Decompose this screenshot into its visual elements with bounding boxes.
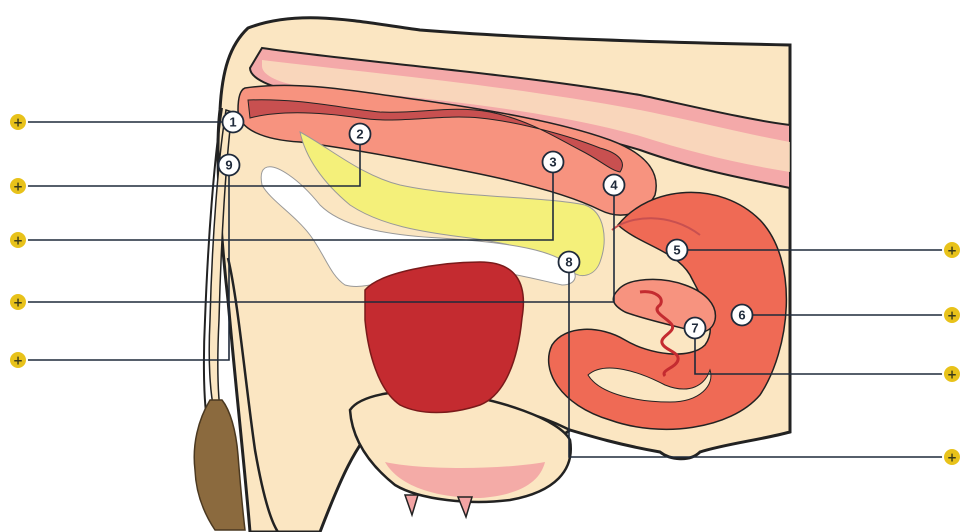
plus-icon: +	[947, 451, 957, 465]
vagina	[260, 166, 576, 287]
marker-1[interactable]: 1	[221, 110, 245, 134]
marker-label: 2	[356, 127, 363, 142]
hotspot-button-7[interactable]: +	[942, 364, 962, 384]
marker-label: 3	[549, 155, 556, 170]
udder-tissue	[364, 261, 525, 414]
uterus	[547, 191, 788, 431]
marker-6[interactable]: 6	[730, 303, 754, 327]
udder-pink	[385, 462, 545, 498]
hotspot-button-6[interactable]: +	[942, 305, 962, 325]
tail	[193, 107, 246, 531]
hotspot-button-4[interactable]: +	[8, 292, 28, 312]
marker-label: 4	[610, 178, 618, 193]
plus-icon: +	[13, 354, 23, 368]
leader-7	[694, 328, 952, 375]
marker-label: 7	[691, 321, 698, 336]
marker-label: 5	[673, 243, 680, 258]
hotspot-button-5[interactable]: +	[942, 240, 962, 260]
marker-label: 1	[229, 115, 236, 130]
rectum-outer	[237, 84, 657, 216]
marker-3[interactable]: 3	[541, 150, 565, 174]
plus-icon: +	[13, 180, 23, 194]
hotspot-button-1[interactable]: +	[8, 112, 28, 132]
uterus-inner	[587, 367, 712, 403]
uterus-body-lumen	[611, 217, 701, 236]
marker-8[interactable]: 8	[557, 250, 581, 274]
oviduct	[639, 290, 680, 377]
leader-9	[18, 165, 230, 361]
leader-4	[18, 185, 615, 303]
tail-tuft	[193, 399, 246, 531]
plus-icon: +	[947, 368, 957, 382]
marker-2[interactable]: 2	[348, 122, 372, 146]
teat-right	[456, 496, 474, 520]
leader-2	[18, 134, 361, 187]
plus-icon: +	[947, 244, 957, 258]
spine-band-inner	[262, 60, 790, 172]
leader-lines	[18, 121, 952, 458]
rectum	[237, 84, 657, 216]
tail-stalk	[202, 107, 223, 413]
marker-label: 6	[738, 308, 745, 323]
marker-5[interactable]: 5	[665, 238, 689, 262]
teat-left	[403, 494, 420, 518]
marker-label: 9	[225, 158, 232, 173]
marker-4[interactable]: 4	[602, 173, 626, 197]
plus-icon: +	[947, 309, 957, 323]
marker-9[interactable]: 9	[217, 153, 241, 177]
hotspot-button-3[interactable]: +	[8, 230, 28, 250]
hotspot-button-8[interactable]: +	[942, 447, 962, 467]
number-markers: 1 2 3 4 5 6 7 8	[217, 110, 754, 340]
marker-7[interactable]: 7	[683, 316, 707, 340]
udder	[348, 261, 572, 520]
leader-3	[18, 162, 554, 241]
hotspots: + + + + + + + +	[8, 112, 962, 467]
leader-8	[568, 262, 952, 458]
hotspot-button-2[interactable]: +	[8, 176, 28, 196]
plus-icon: +	[13, 234, 23, 248]
hotspot-button-9[interactable]: +	[8, 350, 28, 370]
plus-icon: +	[13, 296, 23, 310]
plus-icon: +	[13, 116, 23, 130]
rectum-lumen	[247, 99, 623, 173]
marker-label: 8	[565, 255, 572, 270]
leg-line	[226, 257, 280, 532]
